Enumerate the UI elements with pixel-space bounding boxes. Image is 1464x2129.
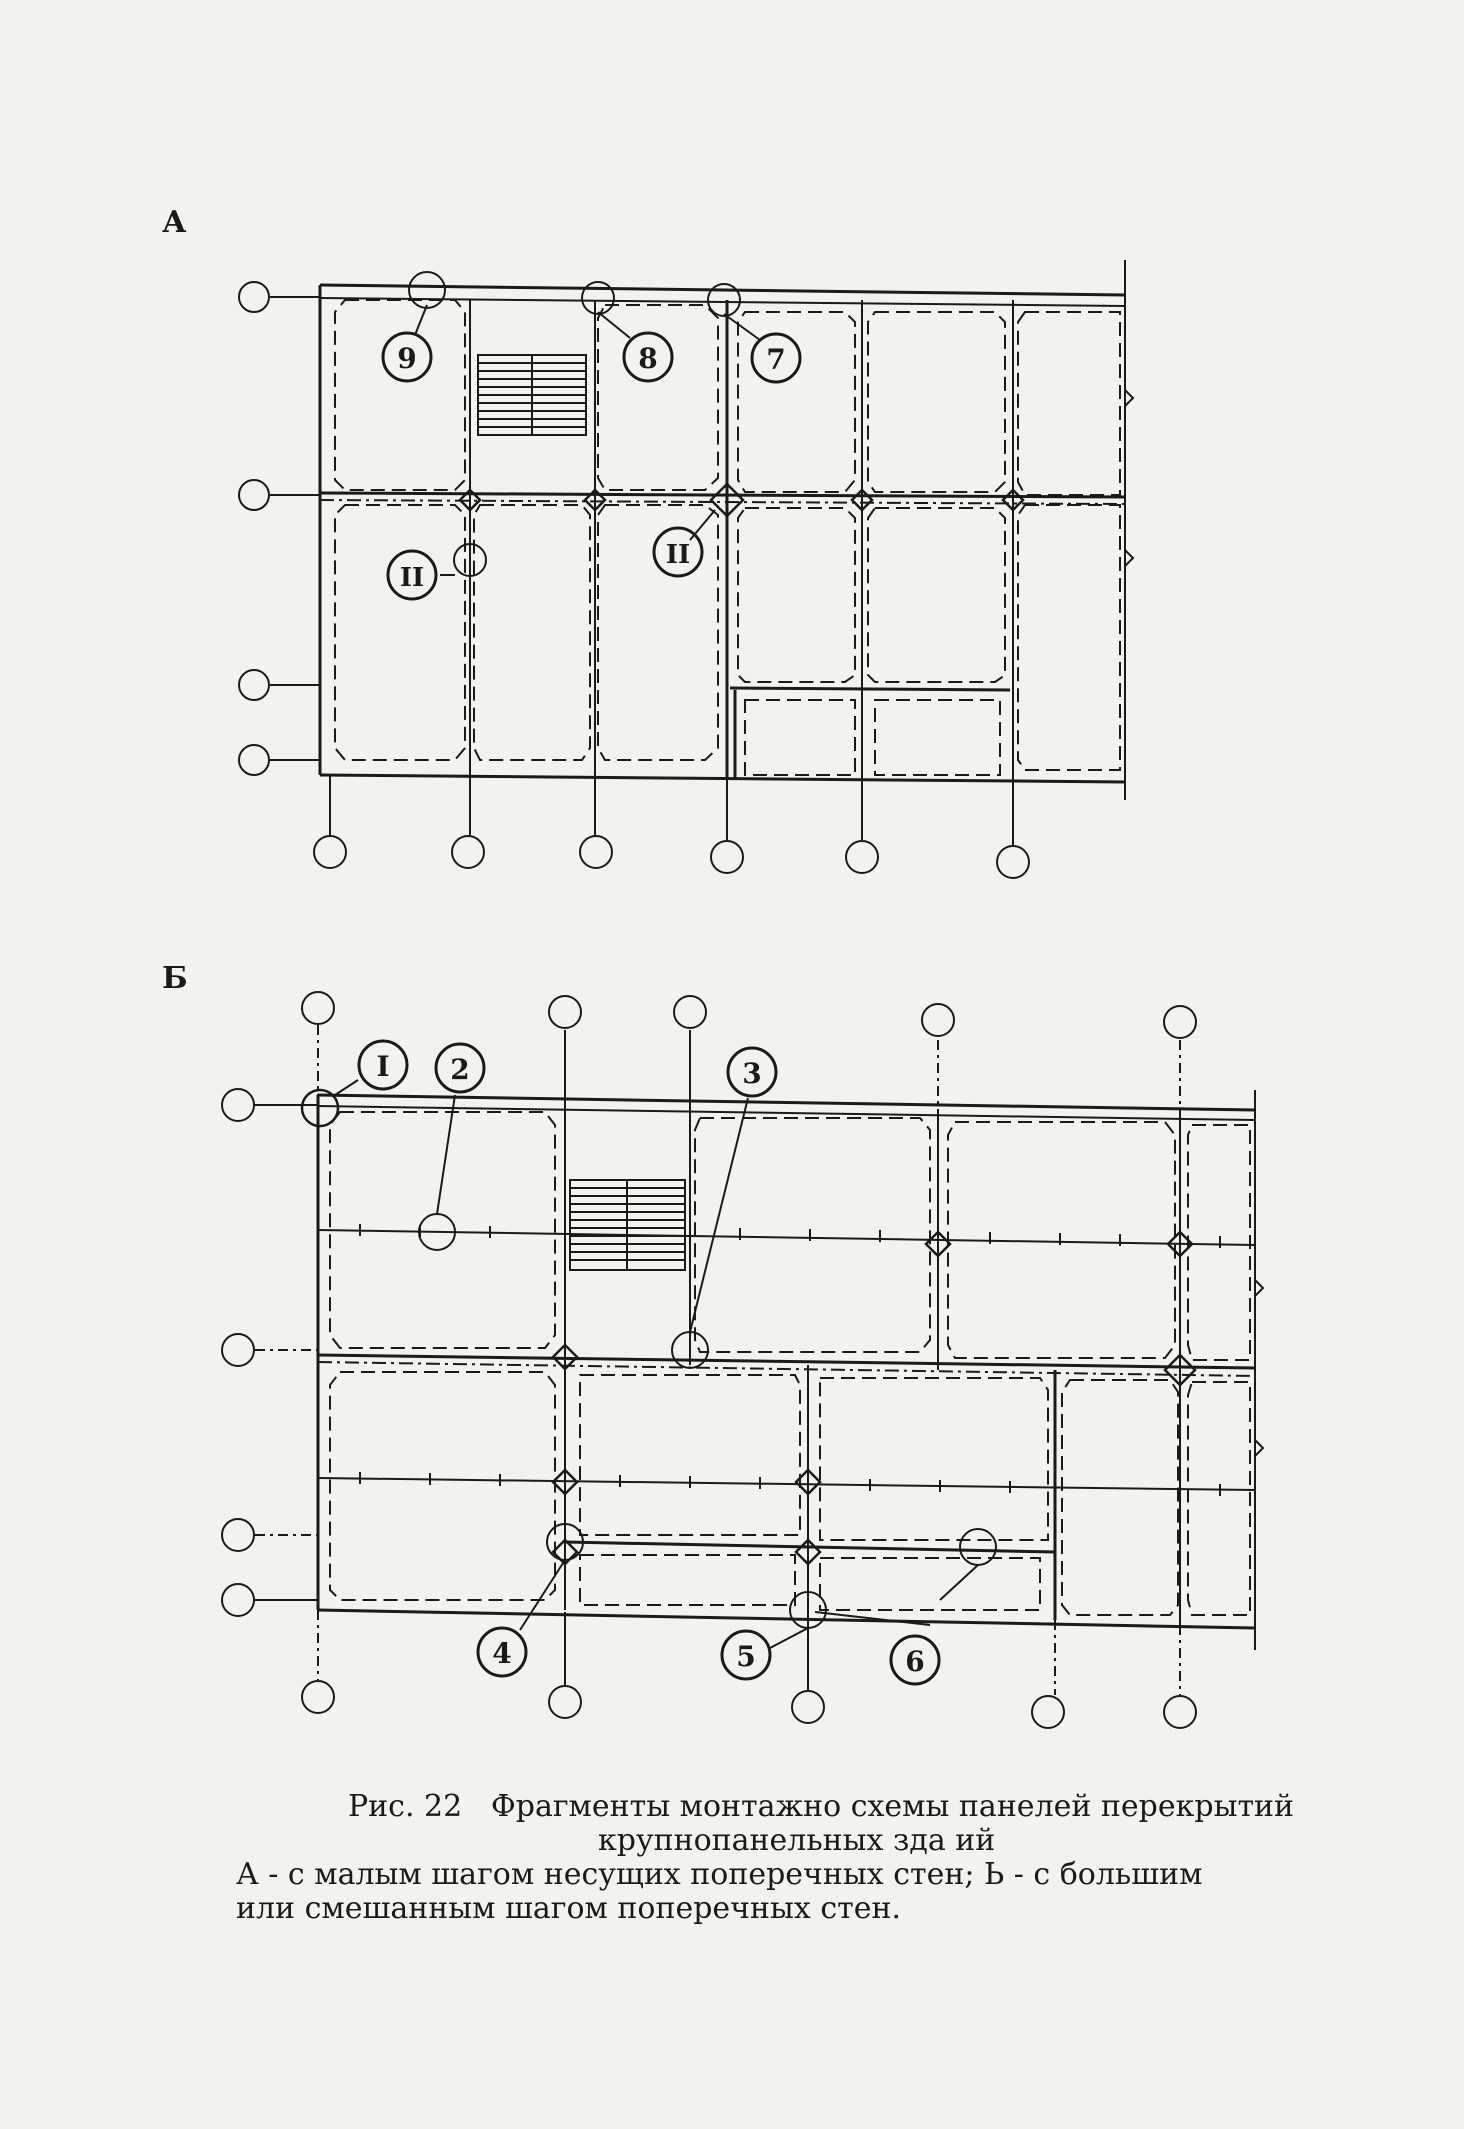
axis-bubble	[221, 1333, 255, 1367]
caption-title: Рис. 22 Фрагменты монтажно схемы панелей…	[236, 1790, 1296, 1858]
panel-b-label: Б	[162, 961, 188, 996]
panel-b-plan: I 2 3 4 5 6	[221, 991, 1265, 1729]
marker-8: 8	[622, 331, 674, 383]
axis-bubble	[238, 744, 270, 776]
caption-legend-line1: А - с малым шагом несущих поперечных сте…	[236, 1857, 1203, 1892]
marker-9: 9	[381, 331, 433, 383]
axis-bubble	[238, 669, 270, 701]
marker-3: 3	[726, 1046, 778, 1098]
marker-2: 2	[434, 1042, 486, 1094]
svg-text:II: II	[400, 563, 424, 593]
caption-title-line1: Фрагменты монтажно схемы панелей перекры…	[490, 1789, 1295, 1824]
marker-7: 7	[750, 332, 802, 384]
axis-bubble	[301, 1680, 335, 1714]
marker-ii-left: II	[386, 549, 438, 601]
svg-text:6: 6	[905, 1645, 924, 1678]
svg-text:5: 5	[736, 1640, 755, 1673]
axis-bubble	[921, 1003, 955, 1037]
panel-a-plan: 9 8 7 II II	[238, 260, 1135, 879]
svg-text:4: 4	[492, 1637, 511, 1670]
axis-bubble	[221, 1518, 255, 1552]
axis-bubble	[673, 995, 707, 1029]
axis-bubble	[451, 835, 485, 869]
axis-bubble	[1031, 1695, 1065, 1729]
svg-text:7: 7	[766, 343, 785, 376]
caption-number: Рис. 22	[348, 1789, 463, 1824]
axis-bubble	[221, 1088, 255, 1122]
axis-bubble	[221, 1583, 255, 1617]
svg-text:I: I	[376, 1050, 389, 1083]
caption-legend-line2: или смешанным шагом поперечных стен.	[236, 1891, 902, 1926]
svg-text:II: II	[666, 540, 690, 570]
staircase-a	[477, 354, 587, 436]
marker-4: 4	[476, 1626, 528, 1678]
svg-text:9: 9	[397, 342, 416, 375]
axis-bubble	[710, 840, 744, 874]
axis-bubble	[238, 479, 270, 511]
axis-bubble	[548, 995, 582, 1029]
marker-5: 5	[720, 1629, 772, 1681]
marker-i: I	[357, 1039, 409, 1091]
axis-bubble	[313, 835, 347, 869]
marker-6: 6	[889, 1634, 941, 1686]
figure-caption: Рис. 22 Фрагменты монтажно схемы панелей…	[236, 1790, 1296, 1926]
axis-bubble	[548, 1685, 582, 1719]
axis-bubble	[845, 840, 879, 874]
panel-a-label: А	[162, 205, 187, 240]
axis-bubble	[1163, 1005, 1197, 1039]
staircase-b	[569, 1179, 686, 1271]
axis-bubble	[996, 845, 1030, 879]
axis-bubble	[238, 281, 270, 313]
axis-bubble	[301, 991, 335, 1025]
axis-bubble	[579, 835, 613, 869]
svg-text:2: 2	[450, 1053, 469, 1086]
caption-title-line2: крупнопанельных зда ий	[598, 1823, 996, 1858]
axis-bubble	[1163, 1695, 1197, 1729]
svg-text:8: 8	[638, 342, 657, 375]
axis-bubble	[791, 1690, 825, 1724]
marker-ii-right: II	[652, 526, 704, 578]
svg-text:3: 3	[742, 1057, 761, 1090]
